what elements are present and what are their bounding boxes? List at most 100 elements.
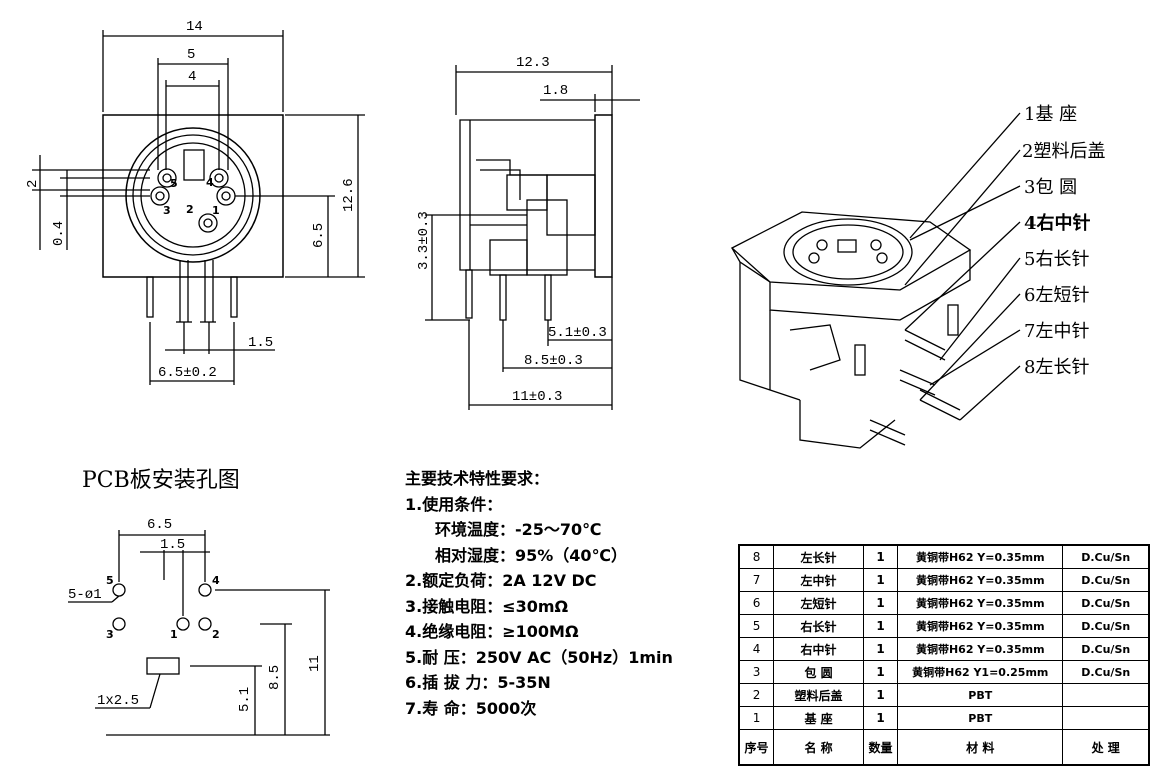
bom-material: PBT bbox=[897, 683, 1064, 707]
bom-no: 2 bbox=[738, 683, 775, 707]
pcb-slot-dim: 1x2.5 bbox=[97, 693, 139, 709]
dim-height-6-5: 6.5 bbox=[311, 223, 327, 248]
pcb-hole-dim: 5-ø1 bbox=[68, 587, 102, 603]
bom-header-finish: 处 理 bbox=[1062, 729, 1150, 766]
req-line: 6.插 拔 力：5-35N bbox=[405, 673, 551, 692]
pcb-hole-view bbox=[68, 530, 330, 736]
bom-header-name: 名 称 bbox=[773, 729, 864, 766]
bom-name: 包 圆 bbox=[773, 660, 864, 684]
bom-name: 基 座 bbox=[773, 706, 864, 730]
pcb-dim-6-5: 6.5 bbox=[147, 517, 172, 533]
bom-name: 左中针 bbox=[773, 568, 864, 592]
bom-qty: 1 bbox=[862, 614, 899, 638]
pcb-dim-8-5: 8.5 bbox=[267, 665, 283, 690]
pcb-pin-4: 4 bbox=[212, 574, 220, 587]
bom-material: 黄铜带H62 Y=0.35mm bbox=[897, 614, 1064, 638]
bom-material: 黄铜带H62 Y=0.35mm bbox=[897, 568, 1064, 592]
dim-height-12-6: 12.6 bbox=[341, 178, 357, 212]
front-view bbox=[32, 30, 365, 385]
bom-qty: 1 bbox=[862, 683, 899, 707]
dim-height-2: 2 bbox=[25, 180, 41, 188]
dim-width-6-5: 6.5±0.2 bbox=[158, 365, 217, 381]
iso-label-4: 4右中针 bbox=[1024, 212, 1091, 234]
bom-finish: D.Cu/Sn bbox=[1062, 544, 1150, 569]
dim-side-5-1: 5.1±0.3 bbox=[548, 325, 607, 341]
pin-label-1: 2 bbox=[186, 203, 194, 216]
bom-material: PBT bbox=[897, 706, 1064, 730]
pcb-pin-2: 2 bbox=[212, 628, 220, 641]
bom-no: 6 bbox=[738, 591, 775, 615]
bom-qty: 1 bbox=[862, 706, 899, 730]
bom-finish: D.Cu/Sn bbox=[1062, 637, 1150, 661]
bom-no: 3 bbox=[738, 660, 775, 684]
requirements-title: 主要技术特性要求： bbox=[405, 469, 550, 488]
bom-name: 左短针 bbox=[773, 591, 864, 615]
req-line: 7.寿 命：5000次 bbox=[405, 698, 537, 718]
dim-side-1-8: 1.8 bbox=[543, 83, 568, 99]
bom-qty: 1 bbox=[862, 544, 899, 569]
iso-label-6: 6左短针 bbox=[1024, 285, 1089, 306]
bom-material: 黄铜带H62 Y=0.35mm bbox=[897, 637, 1064, 661]
dim-side-3-3: 3.3±0.3 bbox=[416, 211, 432, 270]
bom-finish bbox=[1062, 683, 1150, 707]
pin-label-4: 4 bbox=[206, 176, 214, 189]
dim-side-12-3: 12.3 bbox=[516, 55, 550, 71]
pcb-dim-11: 11 bbox=[307, 655, 323, 672]
bom-material: 黄铜带H62 Y=0.35mm bbox=[897, 544, 1064, 569]
bom-finish: D.Cu/Sn bbox=[1062, 568, 1150, 592]
bom-qty: 1 bbox=[862, 637, 899, 661]
bom-no: 1 bbox=[738, 706, 775, 730]
bom-header-material: 材 料 bbox=[897, 729, 1064, 766]
bom-no: 4 bbox=[738, 637, 775, 661]
dim-pitch-1-5: 1.5 bbox=[248, 335, 273, 351]
pcb-pin-5: 5 bbox=[106, 574, 114, 587]
dim-side-11: 11±0.3 bbox=[512, 389, 562, 405]
bom-material: 黄铜带H62 Y=0.35mm bbox=[897, 591, 1064, 615]
bom-finish: D.Cu/Sn bbox=[1062, 660, 1150, 684]
bom-no: 7 bbox=[738, 568, 775, 592]
iso-view bbox=[730, 112, 1021, 449]
req-line: 2.额定负荷：2A 12V DC bbox=[405, 571, 597, 590]
bom-header-no: 序号 bbox=[738, 729, 775, 766]
pin-label-2: 1 bbox=[212, 204, 220, 217]
bom-qty: 1 bbox=[862, 568, 899, 592]
bom-material: 黄铜带H62 Y1=0.25mm bbox=[897, 660, 1064, 684]
dim-width-14: 14 bbox=[186, 19, 203, 35]
bom-finish: D.Cu/Sn bbox=[1062, 591, 1150, 615]
req-line: 1.使用条件： bbox=[405, 494, 503, 514]
dim-width-4: 4 bbox=[188, 69, 196, 85]
bom-no: 8 bbox=[738, 544, 775, 569]
bom-name: 右中针 bbox=[773, 637, 864, 661]
pcb-pin-3: 3 bbox=[106, 628, 114, 641]
iso-label-2: 2塑料后盖 bbox=[1022, 141, 1105, 162]
bom-name: 右长针 bbox=[773, 614, 864, 638]
bom-qty: 1 bbox=[862, 591, 899, 615]
iso-label-7: 7左中针 bbox=[1024, 321, 1089, 342]
req-line: 3.接触电阻：≤30mΩ bbox=[405, 596, 569, 616]
req-line: 环境温度：-25～70℃ bbox=[435, 520, 602, 539]
iso-label-5: 5右长针 bbox=[1024, 249, 1089, 270]
iso-label-3: 3包 圆 bbox=[1024, 177, 1077, 198]
req-line: 5.耐 压：250V AC（50Hz）1min bbox=[405, 647, 673, 667]
bom-name: 左长针 bbox=[773, 544, 864, 569]
bom-finish: D.Cu/Sn bbox=[1062, 614, 1150, 638]
req-line: 相对湿度：95%（40℃） bbox=[435, 545, 627, 565]
dim-height-0-4: 0.4 bbox=[51, 221, 67, 246]
pcb-dim-5-1: 5.1 bbox=[237, 687, 253, 712]
bom-header-qty: 数量 bbox=[862, 729, 899, 766]
pin-label-3: 3 bbox=[163, 204, 171, 217]
dim-side-8-5: 8.5±0.3 bbox=[524, 353, 583, 369]
pcb-title: PCB板安装孔图 bbox=[82, 468, 240, 493]
bom-no: 5 bbox=[738, 614, 775, 638]
bom-finish bbox=[1062, 706, 1150, 730]
